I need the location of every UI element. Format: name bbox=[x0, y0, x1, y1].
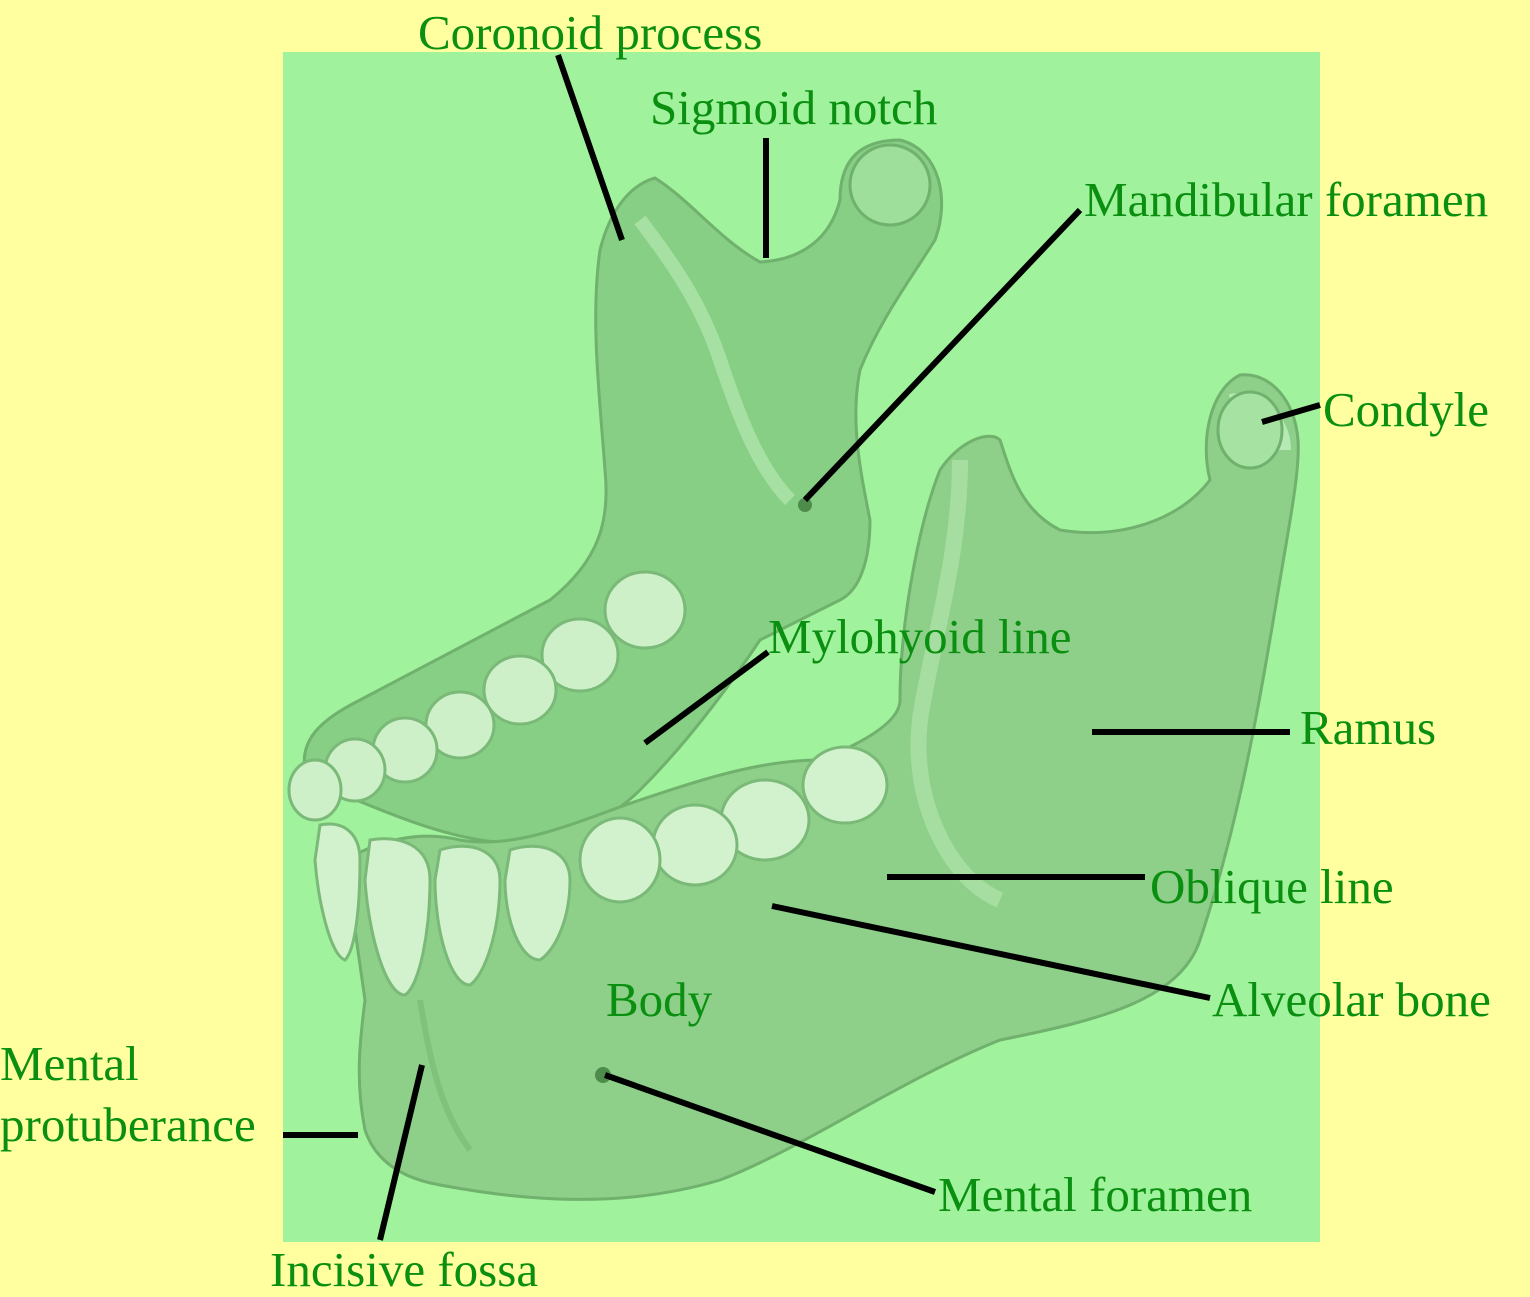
label-mandibular-foramen: Mandibular foramen bbox=[1084, 175, 1488, 224]
label-incisive-fossa: Incisive fossa bbox=[270, 1245, 538, 1294]
label-coronoid-process: Coronoid process bbox=[418, 8, 762, 57]
label-condyle: Condyle bbox=[1323, 385, 1489, 434]
label-sigmoid-notch: Sigmoid notch bbox=[650, 83, 937, 132]
label-mylohyoid-line: Mylohyoid line bbox=[768, 612, 1072, 661]
label-mental-foramen: Mental foramen bbox=[938, 1170, 1252, 1219]
label-ramus: Ramus bbox=[1300, 703, 1436, 752]
label-oblique-line: Oblique line bbox=[1150, 862, 1394, 911]
label-body: Body bbox=[606, 975, 712, 1024]
label-mental-protuberance: Mental protuberance bbox=[0, 1033, 256, 1156]
label-alveolar-bone: Alveolar bone bbox=[1212, 975, 1491, 1024]
leader-coronoid-process bbox=[558, 55, 622, 240]
